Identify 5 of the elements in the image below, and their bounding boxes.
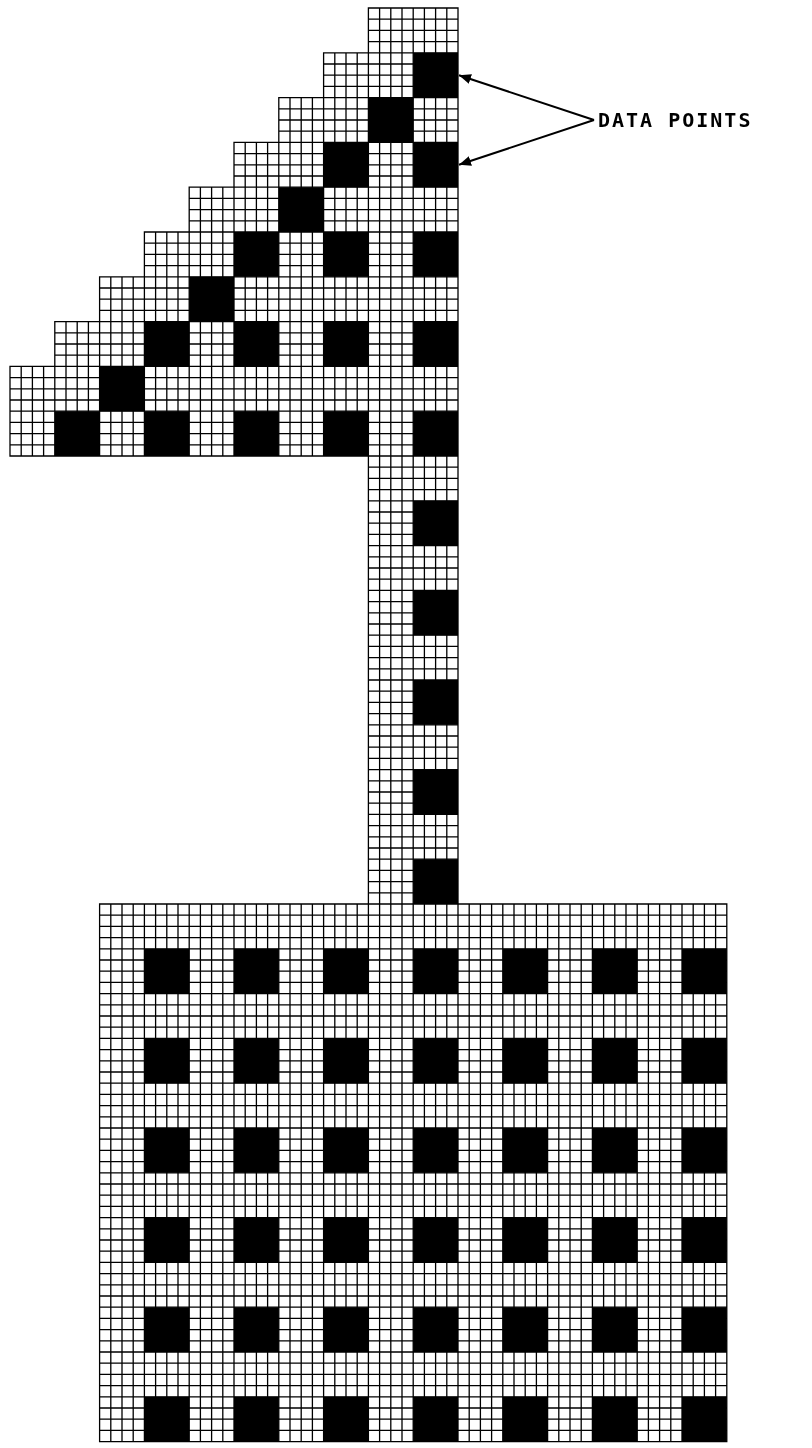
leader-arrow bbox=[458, 74, 595, 121]
leader-arrow bbox=[458, 119, 595, 166]
data-point-square bbox=[413, 142, 458, 188]
data-point-square bbox=[413, 52, 458, 98]
callout-label: DATA POINTS bbox=[598, 110, 753, 130]
